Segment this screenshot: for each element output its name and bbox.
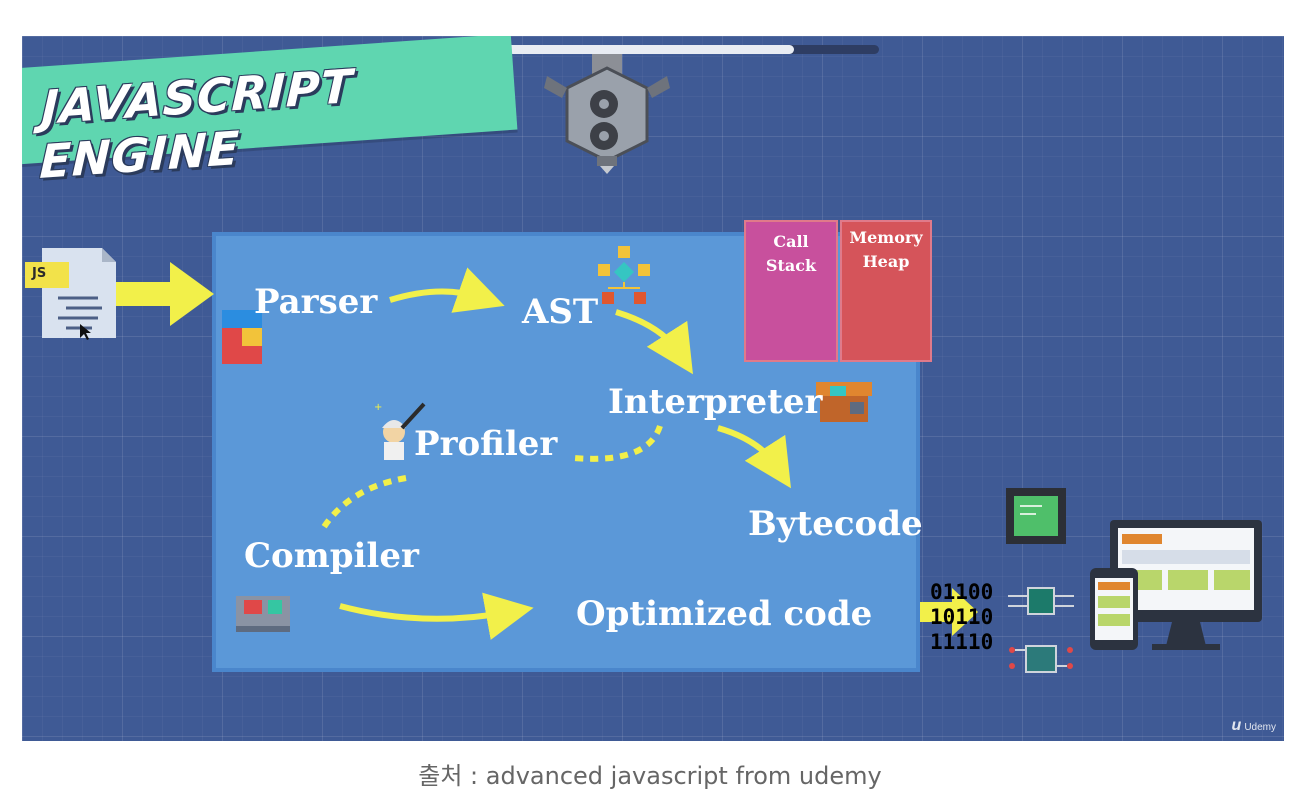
arrow-optimized-to-machine [920,588,978,636]
stage-compiler: Compiler [244,536,419,576]
compiler-machine-icon [236,596,290,632]
binary-line: 11110 [930,630,994,654]
stage-optimized-code: Optimized code [576,594,873,634]
circuit-chip-icon [1008,587,1074,615]
stage-bytecode: Bytecode [748,504,923,544]
flow-arrows [319,267,978,640]
arrow-interpreter-to-bytecode [717,425,791,489]
dotted-interpreter-to-profiler [573,424,663,462]
image-caption: 출처 : advanced javascript from udemy [418,762,882,790]
video-progress-fill [429,45,794,54]
arrow-ast-to-interpreter [615,309,693,375]
circuit-chip-red-icon [1009,645,1073,673]
input-arrow [116,262,214,326]
stage-ast: AST [522,292,599,332]
stage-parser: Parser [254,282,378,322]
arrow-compiler-to-optimized [339,592,534,640]
toolbox-icon [816,382,872,422]
memory-heap-label-line2: Heap [862,252,910,271]
js-file-icon [25,248,116,340]
js-file-badge: JS [32,266,47,281]
memory-heap-block: Memory Heap [840,220,932,362]
scientist-icon: + [374,402,426,460]
dotted-profiler-to-compiler [319,475,407,532]
arrow-parser-to-ast [389,267,505,313]
lecture-slide: JAVASCRIPT ENGINE JS [22,36,1284,741]
video-progress-bar[interactable] [429,45,879,54]
stage-interpreter: Interpreter [608,382,823,422]
devices-icon [1090,520,1262,650]
binary-line: 10110 [930,605,994,629]
stage-profiler: Profiler [414,424,558,464]
ast-tree-icon [598,246,650,304]
lego-blocks-icon [222,310,262,364]
call-stack-block: Call Stack [744,220,838,362]
processor-chip-icon [1006,488,1066,544]
call-stack-label: Call Stack [765,232,817,275]
udemy-logo-icon: u [1231,717,1242,734]
engine-container [212,232,920,672]
memory-heap-label-line1: Memory [849,228,923,247]
binary-line: 01100 [930,580,994,604]
binary-code: 01100 10110 11110 [930,580,993,655]
svg-text:+: + [374,402,382,413]
